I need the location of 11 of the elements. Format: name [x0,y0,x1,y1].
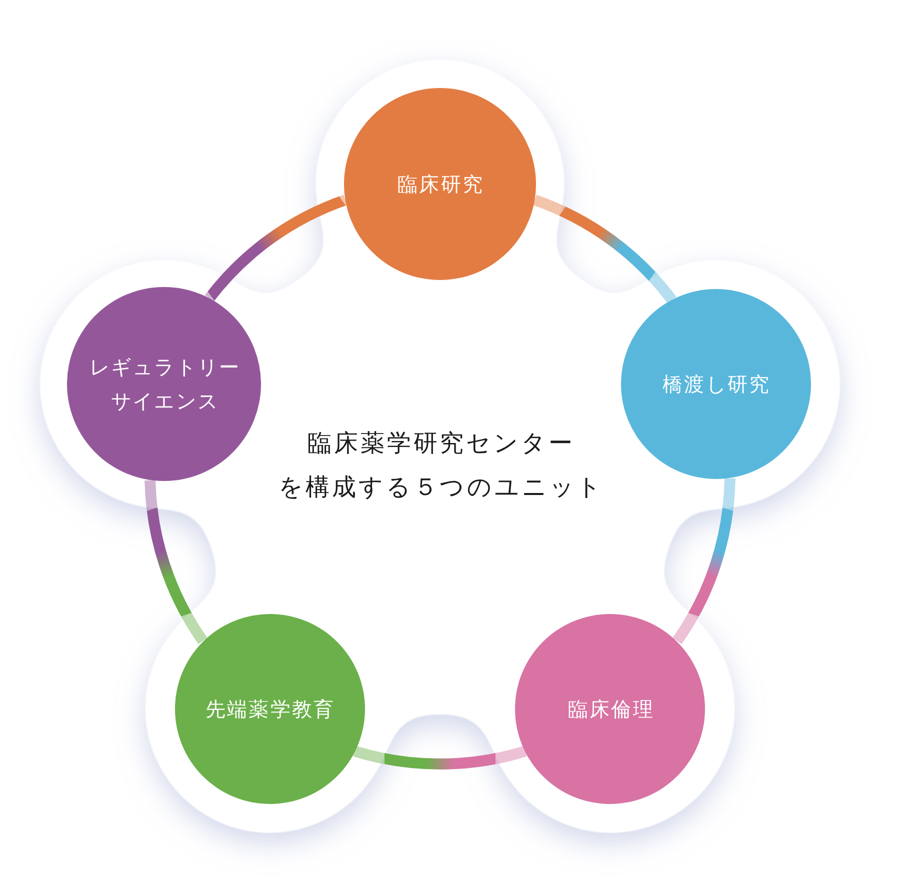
ring-connector [144,480,208,644]
ring-connector [672,478,736,644]
ring-connector [353,746,527,769]
center-title: 臨床薬学研究センターを構成する５つのユニット [277,428,604,503]
unit-label: レギュラトリーサイエンス [88,354,241,416]
unit-label: 橋渡し研究 [662,371,771,398]
ring-connector [532,194,676,304]
unit-label: 臨床研究 [396,171,484,198]
ring-connector [205,194,348,302]
unit-label: 先端薬学教育 [204,696,336,723]
unit-label: 臨床倫理 [567,696,654,723]
